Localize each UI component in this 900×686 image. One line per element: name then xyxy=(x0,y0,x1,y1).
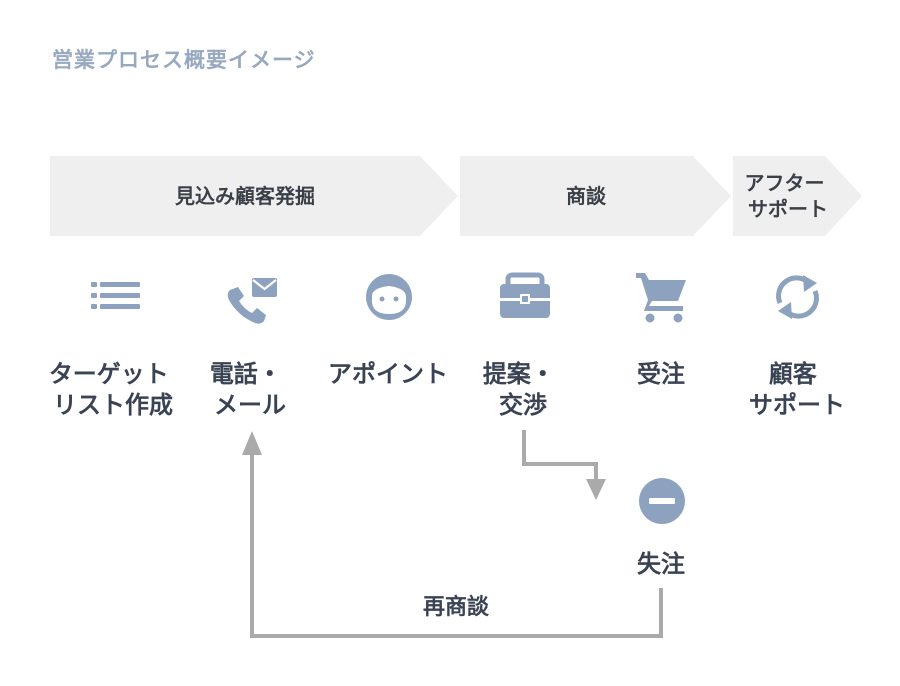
phase-label-negotiation: 商談 xyxy=(566,184,607,208)
refresh-icon xyxy=(776,275,819,319)
phase-arrow-negotiation xyxy=(460,156,731,236)
phone-mail-icon xyxy=(227,278,277,324)
face-icon xyxy=(366,274,412,320)
renegotiation-label: 再商談 xyxy=(423,594,490,620)
step-label-phone-mail: 電話・ メール xyxy=(210,360,290,419)
phase-label-prospecting: 見込み顧客発掘 xyxy=(175,184,315,208)
lost-label: 失注 xyxy=(637,550,685,578)
connector-to-lost xyxy=(522,430,598,482)
phase-arrow-aftersupport xyxy=(733,156,862,236)
arrowhead-renegotiation xyxy=(242,431,262,455)
cart-icon xyxy=(636,273,686,323)
connector-renegotiation xyxy=(250,450,663,638)
step-label-appointment: アポイント xyxy=(328,360,448,388)
list-icon xyxy=(91,282,140,309)
step-label-order: 受注 xyxy=(637,360,685,388)
step-label-target-list: ターゲット リスト作成 xyxy=(49,360,177,419)
phase-arrow-prospecting xyxy=(50,156,458,236)
step-label-customer-support: 顧客 サポート xyxy=(749,360,845,419)
step-label-proposal: 提案・ 交渉 xyxy=(483,360,563,419)
page-title: 営業プロセス概要イメージ xyxy=(52,48,316,72)
arrowhead-to-lost xyxy=(586,479,606,500)
briefcase-icon xyxy=(500,272,550,318)
phase-label-aftersupport: アフター サポート xyxy=(745,171,832,221)
minus-circle-icon xyxy=(639,478,685,524)
